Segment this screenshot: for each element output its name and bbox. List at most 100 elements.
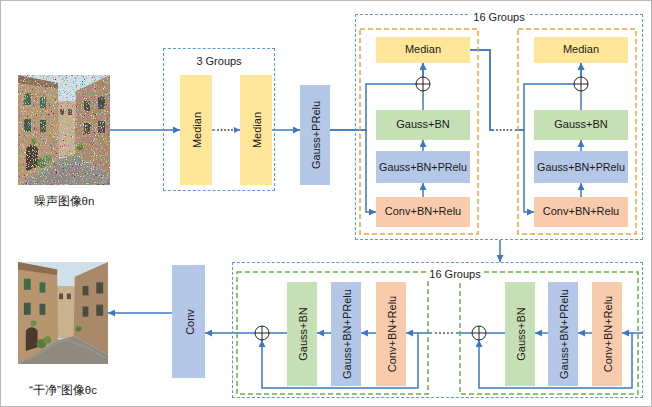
block-label: Gauss+BN [396,118,450,131]
median-box: Median [240,75,272,185]
group-label: 16 Groups [470,11,527,24]
block-label: Conv+BN+Relu [385,205,461,218]
gauss-bn-box: Gauss+BN [287,282,317,386]
conv-box: Conv [172,265,205,378]
block-label: Gauss+PRelu [310,101,323,169]
flow-arrow [580,183,582,197]
conv-bn-relu-box: Conv+BN+Relu [592,282,622,386]
group-box: 16 GroupsConv+BN+Relu Gauss+BN+PRelu Gauss… [232,262,643,398]
text-holder: Median [247,112,265,148]
block-label: Median [191,112,204,148]
clean-photo [18,262,108,364]
ellipsis-ground [215,125,234,135]
text-holder: Gauss+BN+PRelu [376,151,470,183]
block-label: Gauss+BN+PRelu [537,161,625,174]
flow-arrow [422,183,424,197]
text-holder: Gauss+BN [376,110,470,140]
text-holder: Median [187,112,205,148]
gauss-bn-box: Gauss+BN [376,110,470,140]
group-label: 3 Groups [193,55,244,68]
block-label: Gauss+BN [515,307,528,361]
text-holder: Gauss+BN [293,307,311,361]
text-holder: Gauss+BN [534,110,628,140]
median-box: Median [180,75,212,185]
text-holder: 16 Groups [426,264,483,282]
text-holder: Gauss+BN+PRelu [337,289,355,379]
gauss-bn-prelu-box: Gauss+BN+PRelu [376,151,470,183]
image-caption: “干净”图像θc [29,384,97,398]
text-holder: Median [534,37,628,63]
text-holder: Conv+BN+Relu [376,197,470,227]
text-holder: Gauss+BN+PRelu [534,151,628,183]
flow-arrow [361,332,376,334]
ellipsis [496,129,512,131]
text-holder: 16 Groups [470,7,527,25]
flow-arrow [470,50,534,212]
clean-image: “干净”图像θc [18,262,108,364]
group-box: 16 GroupsMedianGauss+BN Gauss+BN+PReluCon… [355,14,643,240]
residual-group-frame [460,272,638,394]
flow-arrow [535,332,548,334]
residual-group-frames [360,29,636,234]
block-label: Gauss+BN [297,307,310,361]
skip-wires [262,333,643,388]
flow-arrow [205,332,287,334]
residual-group-frame [237,272,428,394]
block-label: Conv [184,309,197,335]
flow-arrow [108,312,172,314]
text-holder: Gauss+BN+PRelu [554,289,572,379]
sum-symbol [416,77,430,91]
residual-group-frame [360,29,478,234]
flow-arrow [499,240,501,262]
block-label: Conv+BN+Relu [602,296,615,372]
sum-symbol [472,326,486,340]
gauss-prelu-box: Gauss+PRelu [300,85,330,185]
group-label: 16 Groups [426,268,483,281]
text-holder: “干净”图像θc [29,380,97,398]
block-label: Gauss+BN+PRelu [379,161,467,174]
block-label: Conv+BN+Relu [543,205,619,218]
median-box: Median [534,37,628,63]
residual-group-frames [237,272,638,394]
gauss-bn-prelu-box: Gauss+BN+PRelu [534,151,628,183]
text-holder: Conv+BN+Relu [598,296,616,372]
block-label: Median [251,112,264,148]
ellipsis-ground [494,125,515,135]
flow-arrow [580,140,582,151]
text-holder: Conv+BN+Relu [382,296,400,372]
photo-noise [18,75,110,185]
residual-group-frame [518,29,636,234]
text-holder: Conv [180,309,198,335]
flow-arrow [578,332,592,334]
block-label: Median [405,43,441,56]
gauss-bn-box: Gauss+BN [534,110,628,140]
gauss-bn-box: Gauss+BN [505,282,535,386]
text-holder: Gauss+PRelu [306,101,324,169]
block-label: Gauss+BN+PRelu [558,289,571,379]
flow-arrow [110,129,180,131]
median-box: Median [376,37,470,63]
sum-symbol [255,326,269,340]
ellipsis-ground [432,328,456,338]
flow-arrow [317,332,331,334]
flow-arrow [330,130,376,212]
block-label: Gauss+BN [554,118,608,131]
text-holder: Gauss+BN [511,307,529,361]
text-holder: Conv+BN+Relu [534,197,628,227]
text-holder: Median [376,37,470,63]
gauss-bn-prelu-box: Gauss+BN+PRelu [548,282,578,386]
group-box: 3 GroupsMedian Median [163,48,275,191]
block-label: Conv+BN+Relu [386,296,399,372]
block-label: Median [563,43,599,56]
flow-arrow [272,129,300,131]
noisy-photo [18,75,110,185]
image-caption: 噪声图像θn [34,195,95,209]
flow-arrow [422,140,424,151]
conv-bn-relu-box: Conv+BN+Relu [376,197,470,227]
sum-symbol [574,77,588,91]
text-holder: 3 Groups [193,51,244,69]
block-label: Gauss+BN+PRelu [341,289,354,379]
conv-bn-relu-box: Conv+BN+Relu [376,282,406,386]
text-holder: 噪声图像θn [34,191,95,209]
